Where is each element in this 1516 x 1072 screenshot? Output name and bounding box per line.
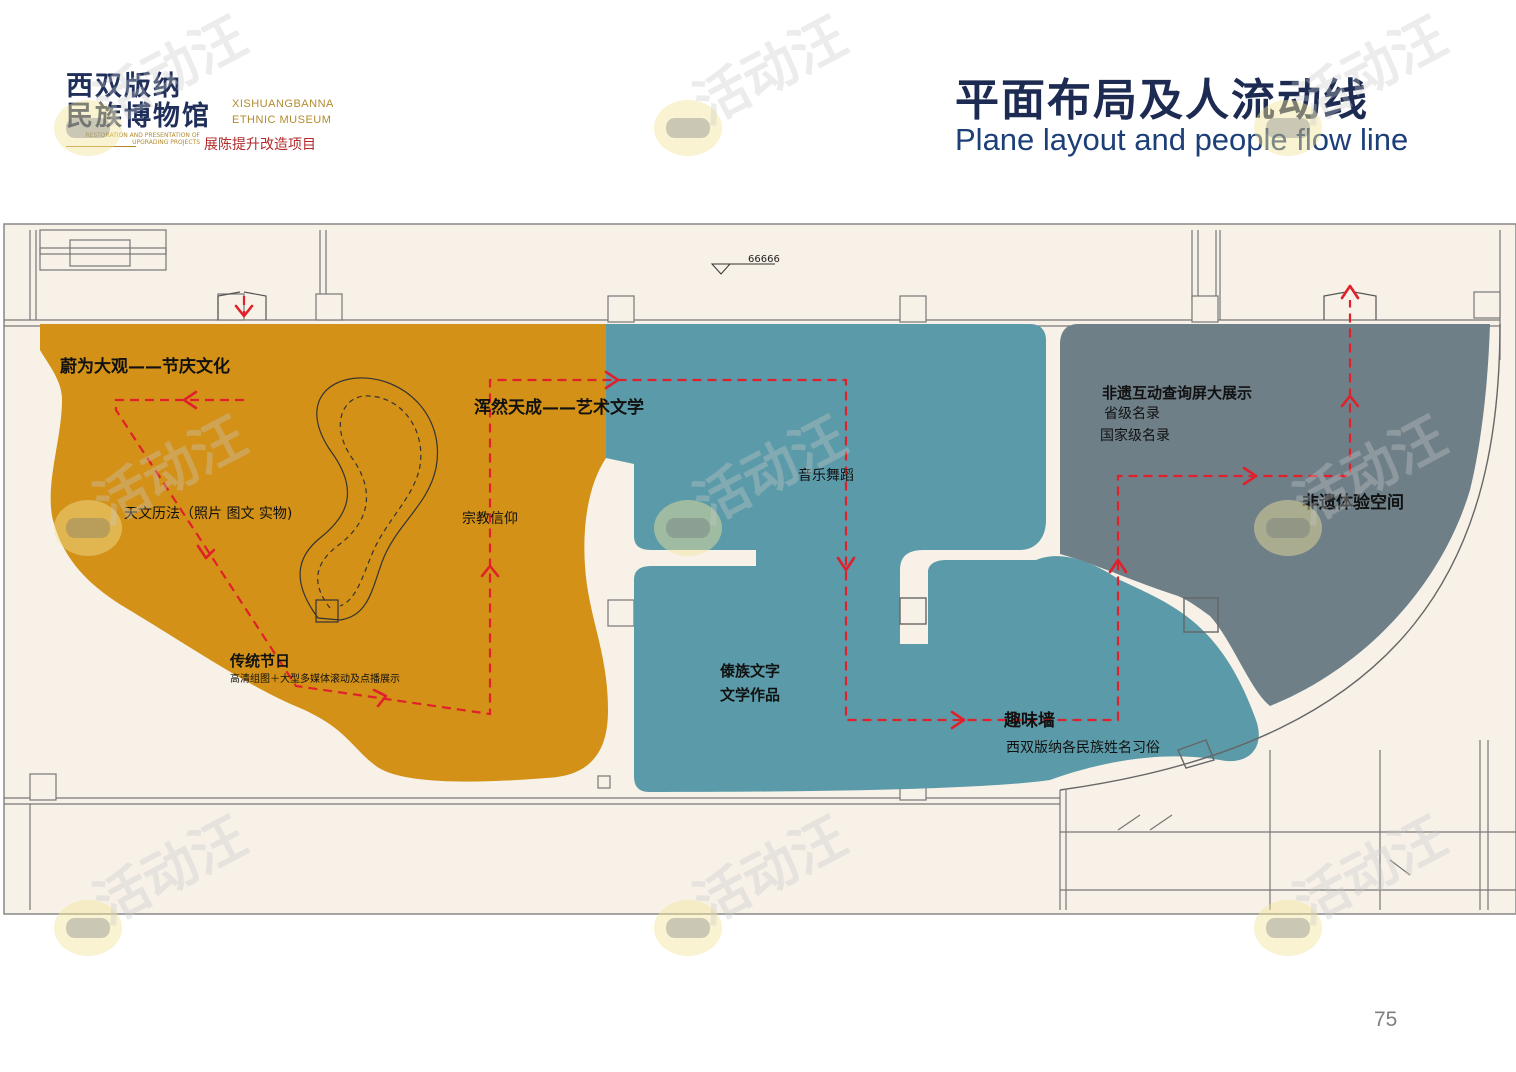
logo-cn-line1: 西双版纳 [66,71,182,102]
label-heritage-experience: 非遗体验空间 [1302,492,1404,513]
label-provincial-list: 省级名录 [1104,406,1160,422]
label-religion: 宗教信仰 [462,511,518,527]
label-national-list: 国家级名录 [1100,427,1170,444]
floor-plan: 66666 蔚为大观——节庆文 [3,223,1516,915]
watermark: 活动汪 [620,5,870,170]
arc-wall [899,323,1501,791]
label-fun-wall: 趣味墙 [1003,710,1055,731]
label-festival-title: 蔚为大观——节庆文化 [60,356,230,377]
elevation-mark: 66666 [748,254,780,265]
zone-festival [40,324,608,782]
label-literature: 文学作品 [720,686,780,704]
page-title-en: Plane layout and people flow line [955,122,1409,157]
flow-arrows [182,284,1360,730]
logo-en-line1: XISHUANGBANNA [232,98,334,110]
label-festival-media: 高清组图＋大型多媒体滚动及点播展示 [230,672,400,685]
zone-art [606,324,1259,792]
festival-curve-feature [299,377,439,623]
logo-small-text: RESTORATION AND PRESENTATION OF UPGRADIN… [85,132,200,146]
watermark-text: 活动汪 [684,4,857,137]
logo-project: 展陈提升改造项目 [204,137,316,153]
page-title-cn: 平面布局及人流动线 [955,75,1369,126]
logo-en-line2: ETHNIC MUSEUM [232,114,332,126]
watermark-mascot-icon [654,100,722,156]
label-heritage-screen: 非遗互动查询屏大展示 [1102,384,1252,402]
label-art-title: 浑然天成——艺术文学 [474,397,644,418]
exit-door [1323,291,1377,320]
zone-labels: 蔚为大观——节庆文化 天文历法（照片 图文 实物) 传统节日 高清组图＋大型多媒… [60,356,1404,756]
logo-cn-line2: 民族博物馆 [66,101,211,132]
page-number: 75 [1374,1008,1398,1031]
elevation-marker [710,263,732,275]
entrance-door [217,291,267,320]
museum-logo: 西双版纳 民族博物馆 XISHUANGBANNA ETHNIC MUSEUM R… [66,64,356,159]
label-calendar: 天文历法（照片 图文 实物) [124,506,292,522]
zone-heritage [1060,324,1490,706]
label-dai-text: 傣族文字 [720,662,780,680]
label-traditional-festival: 传统节日 [229,652,290,670]
label-music-dance: 音乐舞蹈 [798,467,854,484]
flow-line [114,296,1352,722]
logo-divider [66,146,136,147]
label-ethnic-names: 西双版纳各民族姓名习俗 [1006,740,1160,756]
